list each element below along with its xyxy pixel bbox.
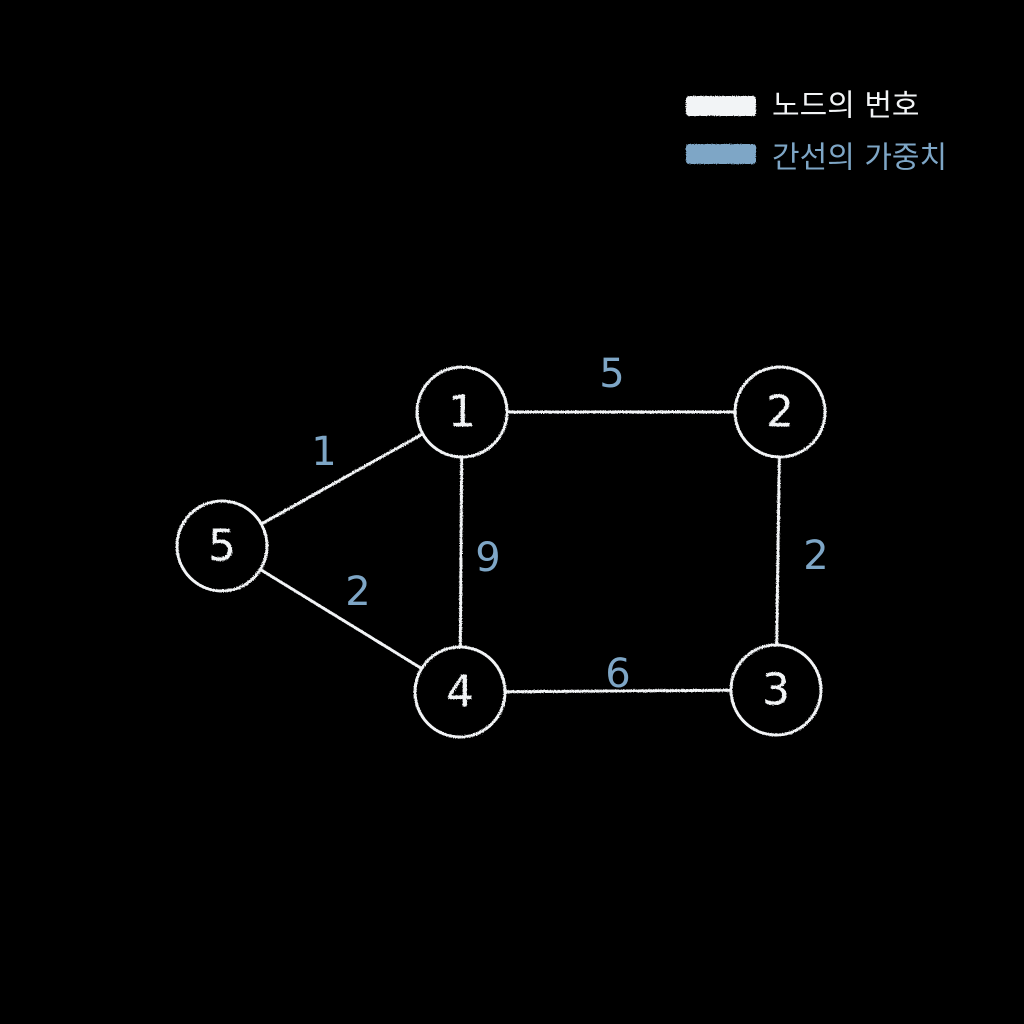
node-layer: 1 2 3 4 5	[175, 365, 827, 739]
edge-weight-5-1: 1	[311, 429, 336, 475]
edge-2-3	[775, 455, 781, 647]
edge-layer	[258, 410, 781, 694]
edge-weight-4-3: 6	[605, 651, 630, 697]
edge-weight-1-4: 9	[475, 535, 500, 581]
node-3: 3	[729, 643, 823, 737]
legend-swatch-node	[686, 96, 756, 116]
legend-swatch-edge	[686, 144, 756, 164]
node-label-5: 5	[208, 521, 236, 572]
edge-5-4	[258, 568, 424, 670]
node-1: 1	[415, 365, 509, 459]
edge-weight-1-2: 5	[599, 351, 624, 397]
legend: 노드의 번호 간선의 가중치	[686, 89, 947, 176]
node-2: 2	[733, 365, 827, 459]
edge-weight-2-3: 2	[803, 533, 828, 579]
node-circle-4	[413, 645, 507, 739]
legend-label-edge: 간선의 가중치	[772, 141, 947, 176]
node-label-4: 4	[446, 667, 474, 718]
node-5: 5	[175, 499, 269, 593]
node-circle-1	[415, 365, 509, 459]
node-label-2: 2	[766, 387, 794, 438]
node-circle-5	[175, 499, 269, 593]
node-label-1: 1	[448, 387, 476, 438]
edge-5-1	[259, 432, 425, 526]
node-circle-2	[733, 365, 827, 459]
edge-1-4	[458, 455, 464, 649]
legend-label-node: 노드의 번호	[772, 89, 920, 124]
node-label-3: 3	[762, 665, 790, 716]
node-circle-3	[729, 643, 823, 737]
edge-weight-5-4: 2	[345, 569, 370, 615]
edge-4-3	[503, 688, 733, 694]
node-4: 4	[413, 645, 507, 739]
